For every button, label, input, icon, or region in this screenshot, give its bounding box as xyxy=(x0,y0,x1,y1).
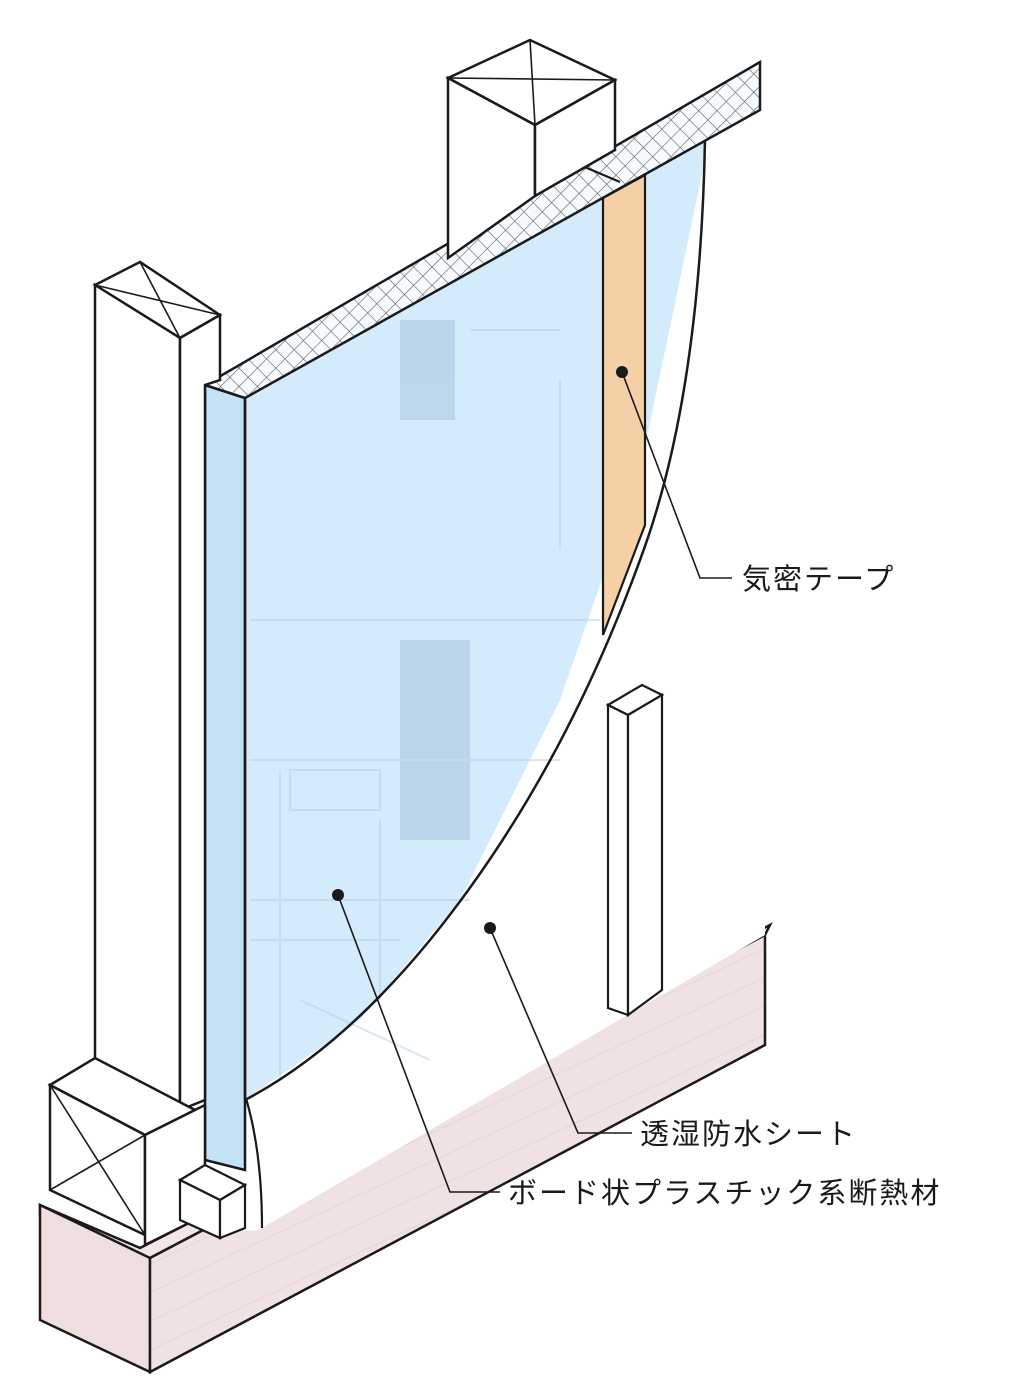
board-top-joint xyxy=(579,163,621,184)
small-stud xyxy=(605,683,665,1018)
label-airtight-tape: 気密テープ xyxy=(742,562,895,596)
plate-block xyxy=(177,1163,248,1240)
label-moisture-sheet: 透湿防水シート xyxy=(640,1117,857,1151)
leader-moisture-sheet xyxy=(484,922,632,1134)
insulation-board-edge xyxy=(203,383,247,1172)
leader-airtight-tape xyxy=(616,366,732,579)
label-board-insulation: ボード状プラスチック系断熱材 xyxy=(508,1176,941,1210)
moisture-sheet xyxy=(245,500,765,1231)
sill-block xyxy=(47,1056,207,1248)
sheet-curve xyxy=(244,139,707,1102)
leader-board-insulation xyxy=(332,889,500,1193)
ghost-drawing xyxy=(250,320,600,1080)
rear-post xyxy=(445,38,618,261)
left-post xyxy=(92,260,223,1113)
sheet-lower-edge xyxy=(243,1094,264,1229)
